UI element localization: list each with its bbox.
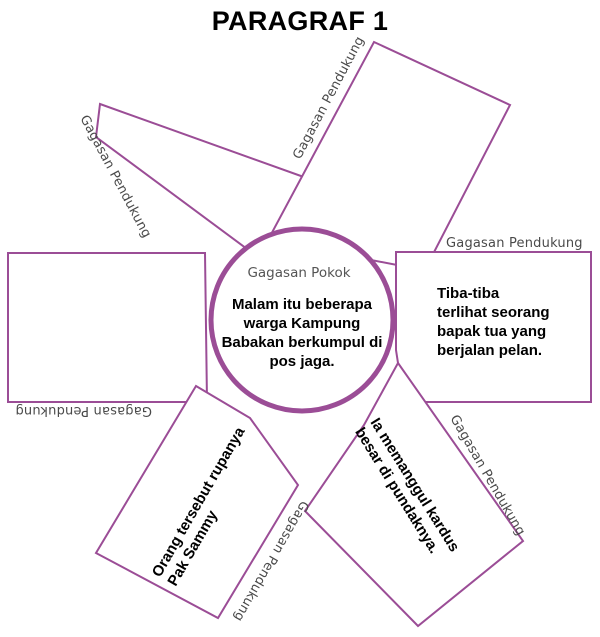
center-line-2: warga Kampung (243, 315, 361, 332)
center-label: Gagasan Pokok (247, 265, 350, 281)
box-left (7, 252, 209, 403)
label-right: Gagasan Pendukung (446, 236, 583, 251)
box-bottom-left (94, 384, 300, 620)
label-left: Gagasan Pendukung (15, 403, 152, 418)
box-bottom-right (303, 361, 525, 628)
center-line-3: Babakan berkumpul di (222, 334, 383, 351)
right-line-3: bapak tua yang (437, 323, 546, 340)
right-line-2: terlihat seorang (437, 304, 550, 321)
box-right (395, 251, 592, 403)
center-line-1: Malam itu beberapa (232, 296, 373, 313)
center-circle (208, 226, 396, 414)
right-line-4: berjalan pelan. (437, 342, 542, 359)
center-line-4: pos jaga. (269, 353, 334, 370)
page-title: PARAGRAF 1 (211, 6, 389, 36)
right-line-1: Tiba-tiba (437, 285, 500, 302)
